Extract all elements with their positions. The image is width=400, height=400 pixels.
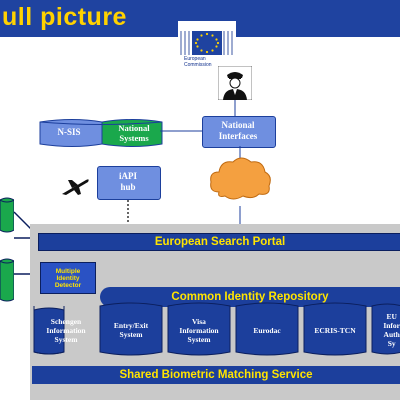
store-etias-label: EU Infor Auth Sy xyxy=(383,312,400,348)
store-vis-label: Visa Information System xyxy=(179,316,219,344)
ees-cylinder xyxy=(99,302,163,356)
store-ecris-tcn-label: ECRIS-TCN xyxy=(314,325,356,335)
airplane-icon xyxy=(62,179,89,195)
ec-logo-text: European Commission xyxy=(184,56,212,68)
national-systems-label: National Systems xyxy=(118,123,150,143)
etias-cylinder xyxy=(371,303,400,355)
national-interfaces-box xyxy=(202,116,276,148)
slide-title: ull picture xyxy=(2,3,127,31)
shared-biometric-matching-service: Shared Biometric Matching Service xyxy=(32,366,400,384)
n-sis-cylinder xyxy=(39,119,163,147)
store-ees-label: Entry/Exit System xyxy=(113,321,149,339)
ecris-tcn-cylinder xyxy=(303,302,367,356)
border-officer-icon xyxy=(218,66,252,100)
european-search-portal: European Search Portal xyxy=(38,233,400,251)
n-sis-label: N-SIS xyxy=(57,127,81,137)
national-database-top-icon xyxy=(0,197,14,233)
store-eurodac-label: Eurodac xyxy=(253,325,281,335)
common-identity-repository: Common Identity Repository xyxy=(100,287,400,307)
european-commission-logo-icon xyxy=(178,21,236,69)
store-sis-label: Schengen Information System xyxy=(46,316,86,344)
vis-cylinder xyxy=(167,302,231,356)
national-interfaces-label: National Interfaces xyxy=(218,120,258,141)
national-database-bottom-icon xyxy=(0,258,14,302)
multiple-identity-detector: Multiple Identity Detector xyxy=(40,262,96,294)
eurodac-cylinder xyxy=(235,302,299,356)
network-cloud-icon xyxy=(210,157,271,200)
iapi-hub-box xyxy=(97,166,161,200)
iapi-hub-label: iAPI hub xyxy=(119,171,137,192)
